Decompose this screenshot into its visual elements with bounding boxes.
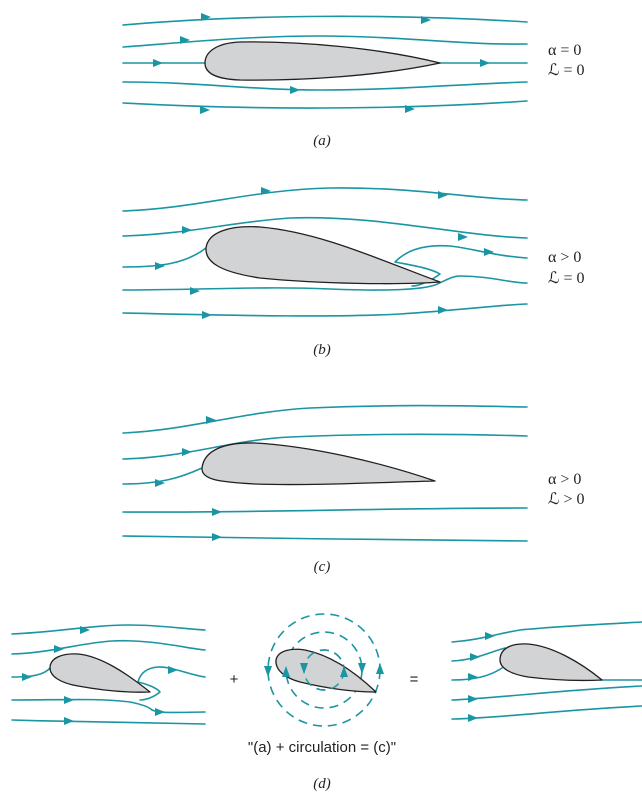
panel-b-arrow <box>155 262 165 270</box>
panel-d-left-streamline-1 <box>12 625 205 634</box>
plus-sign: + <box>230 671 239 688</box>
panel-b-arrow <box>182 226 192 234</box>
panel-a: α = 0 ℒ = 0 (a) <box>123 13 585 149</box>
panel-c-streamline-1 <box>123 406 527 433</box>
panel-c-lift-label: ℒ > 0 <box>548 491 585 508</box>
panel-d-circulation <box>264 614 384 726</box>
panel-d-right-streamline-4 <box>452 686 642 700</box>
panel-a-arrow <box>290 86 300 94</box>
panel-d-left-arrow <box>22 673 32 681</box>
panel-d-left-arrow <box>54 645 64 653</box>
panel-a-angle-label: α = 0 <box>548 42 581 59</box>
panel-d-left-arrow <box>168 666 178 674</box>
panel-c-streamline-4 <box>123 508 527 512</box>
panel-b-streamline-6 <box>123 304 527 316</box>
panel-c-streamline-3 <box>123 468 202 484</box>
panel-b-caption: (b) <box>313 342 331 358</box>
panel-d-left-flow <box>12 625 205 725</box>
panel-b-arrow <box>458 233 468 241</box>
panel-c-airfoil <box>202 443 435 485</box>
panel-c-caption: (c) <box>314 559 331 575</box>
panel-b-arrow <box>484 248 494 256</box>
panel-a-airfoil <box>205 42 440 80</box>
panel-d-right-arrow <box>468 714 478 722</box>
equals-sign: = <box>410 671 419 688</box>
panel-d-left-arrow <box>155 708 165 716</box>
panel-c-arrow <box>212 533 222 541</box>
panel-d-left-streamline-6 <box>12 720 205 724</box>
panel-d-right-streamline-2 <box>452 648 505 661</box>
panel-a-arrow <box>153 59 163 67</box>
panel-d-left-streamline-2 <box>12 641 205 654</box>
panel-d-left-arrow <box>64 717 74 725</box>
circulation-arrow <box>264 666 272 677</box>
panel-c-arrow <box>206 416 216 424</box>
panel-b-lift-label: ℒ = 0 <box>548 270 585 287</box>
panel-d: + = <box>12 614 642 792</box>
panel-d-left-streamline-3 <box>12 668 50 677</box>
panel-d-left-airfoil <box>50 654 150 692</box>
circulation-arrow <box>358 663 366 674</box>
panel-a-lift-label: ℒ = 0 <box>548 62 585 79</box>
panel-d-right-arrow <box>470 653 480 661</box>
panel-b-arrow <box>190 287 200 295</box>
panel-a-streamline-6 <box>123 101 527 108</box>
circulation-arrow <box>376 663 384 674</box>
panel-b-streamline-1 <box>123 188 527 211</box>
panel-a-streamline-5 <box>123 82 527 90</box>
panel-c-angle-label: α > 0 <box>548 471 581 488</box>
panel-d-left-arrow <box>64 696 74 704</box>
panel-d-right-streamline-3 <box>452 668 502 680</box>
panel-d-right-arrow <box>468 673 478 681</box>
panel-b-arrow <box>202 311 212 319</box>
panel-c-arrow <box>182 448 192 456</box>
panel-d-right-streamline-5 <box>452 706 642 719</box>
panel-d-equation: "(a) + circulation = (c)" <box>248 739 396 756</box>
panel-d-left-streamline-5 <box>12 700 205 713</box>
panel-d-right-streamline-1 <box>452 622 642 642</box>
panel-c-streamline-5 <box>123 536 527 541</box>
panel-b-arrow <box>438 306 448 314</box>
panel-b-streamline-3 <box>123 248 206 267</box>
panel-a-arrow <box>480 59 490 67</box>
panel-d-right-airfoil <box>500 644 602 680</box>
panel-c-arrow <box>212 508 222 516</box>
panel-d-right-arrow <box>485 632 495 640</box>
panel-b: α > 0 ℒ = 0 (b) <box>123 187 585 358</box>
panel-d-right-flow <box>452 622 642 722</box>
panel-b-arrow <box>438 191 448 199</box>
panel-d-caption: (d) <box>313 776 331 792</box>
panel-b-angle-label: α > 0 <box>548 249 581 266</box>
panel-a-caption: (a) <box>313 133 331 149</box>
panel-a-streamline-1 <box>123 16 527 25</box>
panel-c: α > 0 ℒ > 0 (c) <box>123 406 585 575</box>
panel-d-right-arrow <box>468 695 478 703</box>
